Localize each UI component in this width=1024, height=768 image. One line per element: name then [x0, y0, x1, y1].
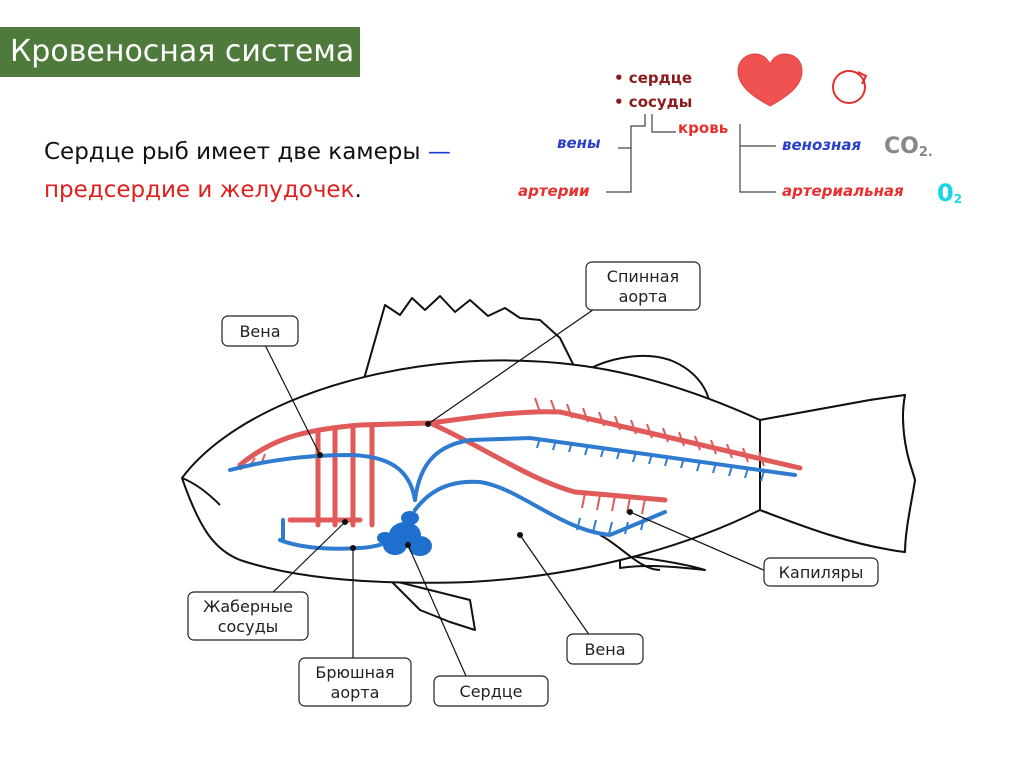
scheme-connectors	[606, 114, 776, 193]
anal-fin	[619, 554, 706, 571]
intro-period: .	[354, 177, 362, 203]
label-dorsal-aorta-line2: аорта	[619, 287, 668, 306]
intro-dash: —	[420, 139, 451, 165]
scheme-heart-item: • сердце	[614, 69, 692, 87]
label-texts: Вена Спинная аорта Капиляры Жаберные сос…	[203, 267, 863, 702]
co2-text: СО	[884, 134, 919, 159]
label-dorsal-aorta-line1: Спинная	[607, 267, 679, 286]
ventral-vein	[413, 479, 667, 538]
tail-fin	[759, 394, 916, 553]
fish-heart	[377, 511, 432, 556]
scheme-blood: кровь	[678, 119, 728, 137]
label-capillaries: Капиляры	[779, 563, 864, 582]
leader-lines	[264, 304, 769, 677]
scheme-vessels-item: • сосуды	[614, 93, 692, 111]
label-heart: Сердце	[460, 682, 523, 701]
circulation-scheme: • сердце • сосуды вены артерии кровь вен…	[518, 53, 962, 207]
o2-subscript: 2	[954, 192, 962, 206]
pectoral-fin	[599, 534, 661, 571]
scheme-veins: вены	[557, 134, 601, 152]
intro-line-2: предсердие и желудочек.	[44, 171, 451, 209]
scheme-arteries: артерии	[518, 182, 590, 200]
branch-artery	[427, 420, 668, 503]
cardinal-vein-rear	[413, 435, 797, 502]
co2-dot: .	[928, 145, 933, 160]
vein-capillaries	[536, 437, 765, 535]
fish-outline	[181, 295, 916, 631]
o2-text: 0	[937, 179, 954, 207]
intro-text-line2: предсердие и желудочек	[44, 177, 355, 203]
slide-title: Кровеносная система	[0, 27, 360, 77]
label-gill-vessels-line1: Жаберные	[203, 597, 293, 616]
o2-formula: 02	[937, 179, 962, 207]
label-vein-top: Вена	[239, 322, 280, 341]
circulation-cycle-icon	[832, 70, 868, 104]
label-ventral-aorta-line1: Брюшная	[315, 663, 394, 682]
cardinal-vein-front	[228, 452, 417, 502]
veins	[228, 435, 797, 551]
pelvic-fin	[389, 579, 476, 631]
label-boxes	[187, 261, 879, 707]
label-gill-vessels-line2: сосуды	[218, 617, 279, 636]
label-vein-bottom: Вена	[584, 640, 625, 659]
intro-text: Сердце рыб имеет две камеры — предсердие…	[44, 133, 451, 209]
scheme-venous: венозная	[782, 136, 862, 154]
heart-icon	[737, 53, 803, 107]
co2-formula: СО2.	[884, 134, 933, 160]
intro-text-line1: Сердце рыб имеет две камеры	[44, 139, 421, 165]
co2-subscript: 2	[919, 145, 928, 160]
gill-cover	[181, 477, 221, 506]
scheme-arterial: артериальная	[782, 182, 904, 200]
leader-dots	[317, 421, 633, 551]
label-ventral-aorta-line2: аорта	[331, 683, 380, 702]
intro-line-1: Сердце рыб имеет две камеры —	[44, 133, 451, 171]
